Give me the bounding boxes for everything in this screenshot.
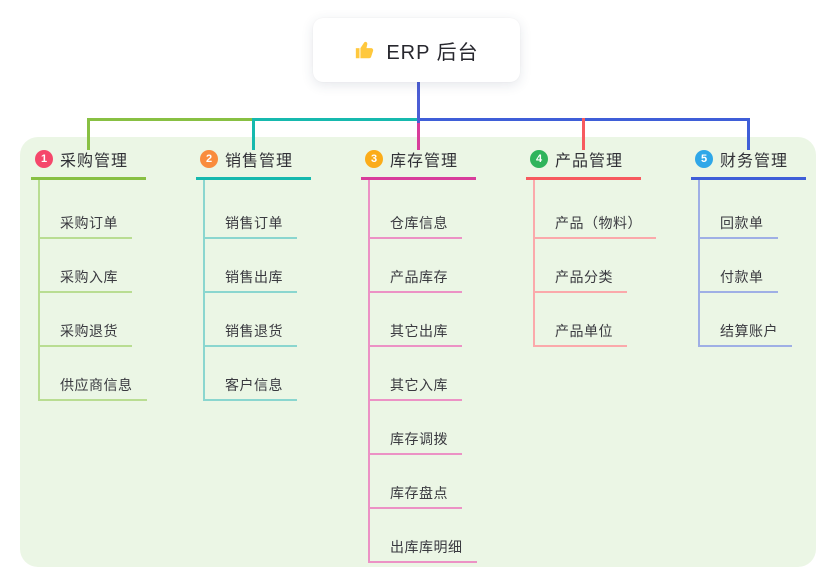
branch-children: 采购订单采购入库采购退货供应商信息	[38, 180, 147, 401]
branch-label: 库存管理	[390, 153, 459, 170]
child-node[interactable]: 结算账户	[700, 322, 792, 347]
child-node[interactable]: 其它出库	[370, 322, 462, 347]
branch-node: 2 销售管理 销售订单销售出库销售退货客户信息	[196, 146, 311, 401]
thumbs-up-icon	[356, 41, 374, 59]
branch-drop-line	[252, 118, 255, 150]
child-node[interactable]: 采购订单	[40, 214, 132, 239]
child-node[interactable]: 其它入库	[370, 376, 462, 401]
child-node[interactable]: 库存盘点	[370, 484, 462, 509]
child-node[interactable]: 库存调拨	[370, 430, 462, 455]
branch-header[interactable]: 2 销售管理	[196, 146, 311, 180]
trunk-segment-green	[87, 118, 256, 121]
branch-number-badge: 3	[365, 150, 383, 168]
branch-header[interactable]: 4 产品管理	[526, 146, 641, 180]
branch-node: 5 财务管理 回款单付款单结算账户	[691, 146, 806, 347]
branch-drop-line	[417, 122, 420, 150]
mindmap-background-panel	[20, 137, 816, 567]
branch-label: 产品管理	[555, 153, 624, 170]
branch-label: 销售管理	[225, 153, 294, 170]
child-node[interactable]: 产品分类	[535, 268, 627, 293]
root-node-title: ERP 后台	[386, 41, 479, 64]
child-node[interactable]: 仓库信息	[370, 214, 462, 239]
branch-drop-line	[87, 118, 90, 150]
branch-label: 财务管理	[720, 153, 789, 170]
branch-header[interactable]: 5 财务管理	[691, 146, 806, 180]
child-node[interactable]: 产品库存	[370, 268, 462, 293]
child-node[interactable]: 付款单	[700, 268, 778, 293]
child-node[interactable]: 销售订单	[205, 214, 297, 239]
branch-node: 4 产品管理 产品（物料） 产品分类产品单位	[526, 146, 656, 347]
branch-children: 回款单付款单结算账户	[698, 180, 806, 347]
branch-number-badge: 1	[35, 150, 53, 168]
child-node[interactable]: 销售出库	[205, 268, 297, 293]
branch-children: 产品（物料） 产品分类产品单位	[533, 180, 656, 347]
child-node[interactable]: 采购退货	[40, 322, 132, 347]
child-node[interactable]: 出库库明细	[370, 538, 477, 563]
child-node[interactable]: 回款单	[700, 214, 778, 239]
branch-header[interactable]: 1 采购管理	[31, 146, 146, 180]
child-node[interactable]: 产品（物料）	[535, 214, 656, 239]
root-connector-line	[417, 82, 420, 123]
child-node[interactable]: 供应商信息	[40, 376, 147, 401]
branch-node: 1 采购管理 采购订单采购入库采购退货供应商信息	[31, 146, 147, 401]
child-node[interactable]: 产品单位	[535, 322, 627, 347]
child-node[interactable]: 销售退货	[205, 322, 297, 347]
branch-drop-line	[747, 118, 750, 150]
branch-children: 仓库信息产品库存其它出库其它入库库存调拨库存盘点出库库明细	[368, 180, 477, 563]
root-node-erp[interactable]: ERP 后台	[313, 18, 520, 82]
branch-label: 采购管理	[60, 153, 129, 170]
trunk-segment-teal	[252, 118, 417, 121]
branch-header[interactable]: 3 库存管理	[361, 146, 476, 180]
child-node[interactable]: 客户信息	[205, 376, 297, 401]
child-node[interactable]: 采购入库	[40, 268, 132, 293]
branch-node: 3 库存管理 仓库信息产品库存其它出库其它入库库存调拨库存盘点出库库明细	[361, 146, 477, 563]
branch-drop-line	[582, 118, 585, 150]
branch-number-badge: 2	[200, 150, 218, 168]
branch-number-badge: 5	[695, 150, 713, 168]
branch-children: 销售订单销售出库销售退货客户信息	[203, 180, 311, 401]
branch-number-badge: 4	[530, 150, 548, 168]
